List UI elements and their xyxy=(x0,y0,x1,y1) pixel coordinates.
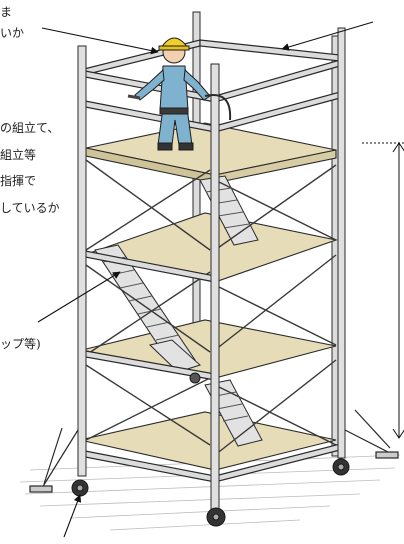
label-top-left-1: ま xyxy=(0,5,13,19)
callout-arrows xyxy=(37,21,374,538)
worker-figure xyxy=(127,37,232,151)
outriggers xyxy=(29,409,399,493)
front-posts xyxy=(77,27,346,515)
scaffold-stairs xyxy=(94,175,263,447)
label-stair-note: ップ等) xyxy=(0,337,41,351)
label-mid-1: の組立て、 xyxy=(0,121,60,135)
cross-braces xyxy=(85,159,337,456)
casters xyxy=(71,372,350,527)
label-mid-3: 指揮で xyxy=(0,174,37,188)
scaffold-decks xyxy=(79,122,339,471)
label-mid-2: 組立等 xyxy=(0,148,37,162)
height-dimension xyxy=(362,142,404,439)
label-mid-4: しているか xyxy=(0,201,60,215)
label-top-left-2: いか xyxy=(0,26,25,40)
